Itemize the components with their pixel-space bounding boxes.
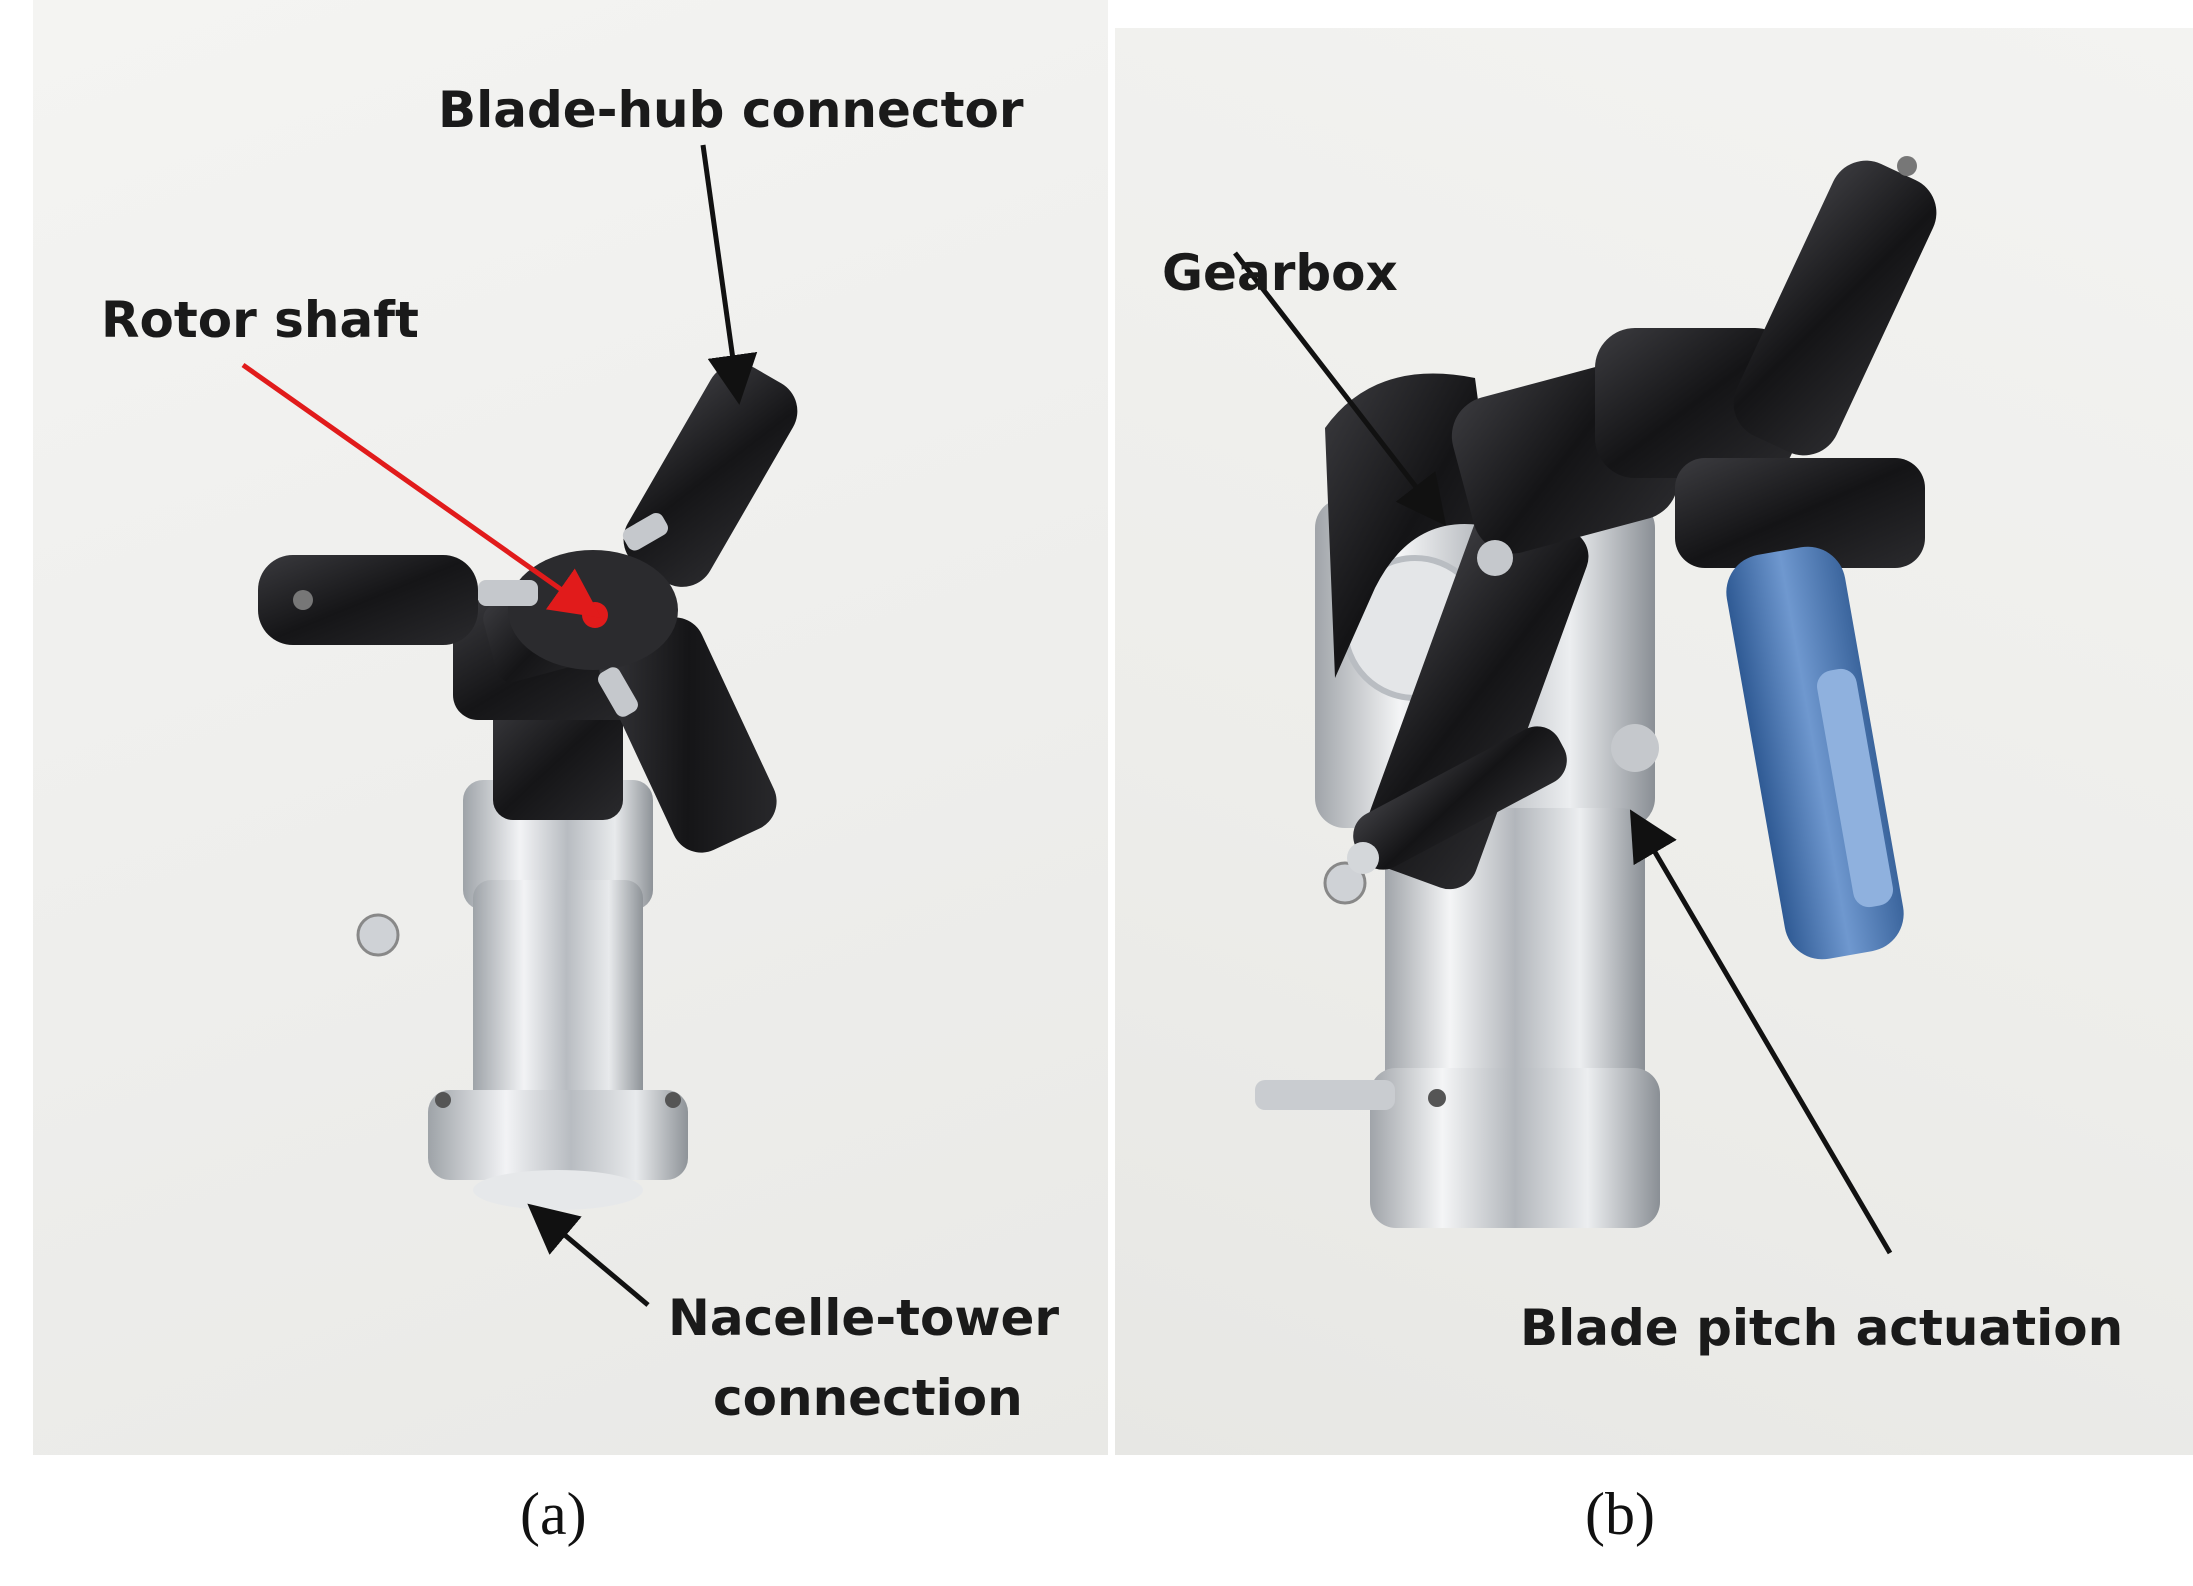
photo-panel-a: Blade-hub connector Rotor shaft Nacelle-… (33, 0, 1108, 1455)
blade-pitch-actuation-label: Blade pitch actuation (1520, 1299, 2124, 1357)
black-rotor-hub (258, 363, 798, 853)
photo-panel-b: Gearbox Blade pitch actuation (1115, 28, 2193, 1455)
blade-hub-connector-label: Blade-hub connector (438, 81, 1024, 139)
caption-b: (b) (1585, 1481, 1655, 1547)
blade-pitch-arrow (1629, 809, 1893, 1255)
wind-turbine-nacelle-photo-b (1233, 156, 1937, 1255)
gearbox-arrow (1233, 251, 1447, 526)
rotor-shaft-label: Rotor shaft (101, 291, 419, 349)
nacelle-tower-label-line2: connection (713, 1369, 1023, 1427)
wind-turbine-nacelle-photo-a (241, 144, 798, 1307)
rotor-shaft-arrow (241, 362, 602, 618)
nacelle-tower-arrow (527, 1203, 650, 1307)
blade-hub-arrow (700, 144, 758, 405)
caption-a: (a) (520, 1481, 587, 1547)
nacelle-tower-label-line1: Nacelle-tower (668, 1289, 1060, 1347)
gearbox-label: Gearbox (1162, 244, 1398, 302)
blue-blade-holder (1726, 546, 1904, 960)
aluminum-housing (356, 780, 688, 1210)
black-rotor-hub (1325, 156, 1937, 890)
